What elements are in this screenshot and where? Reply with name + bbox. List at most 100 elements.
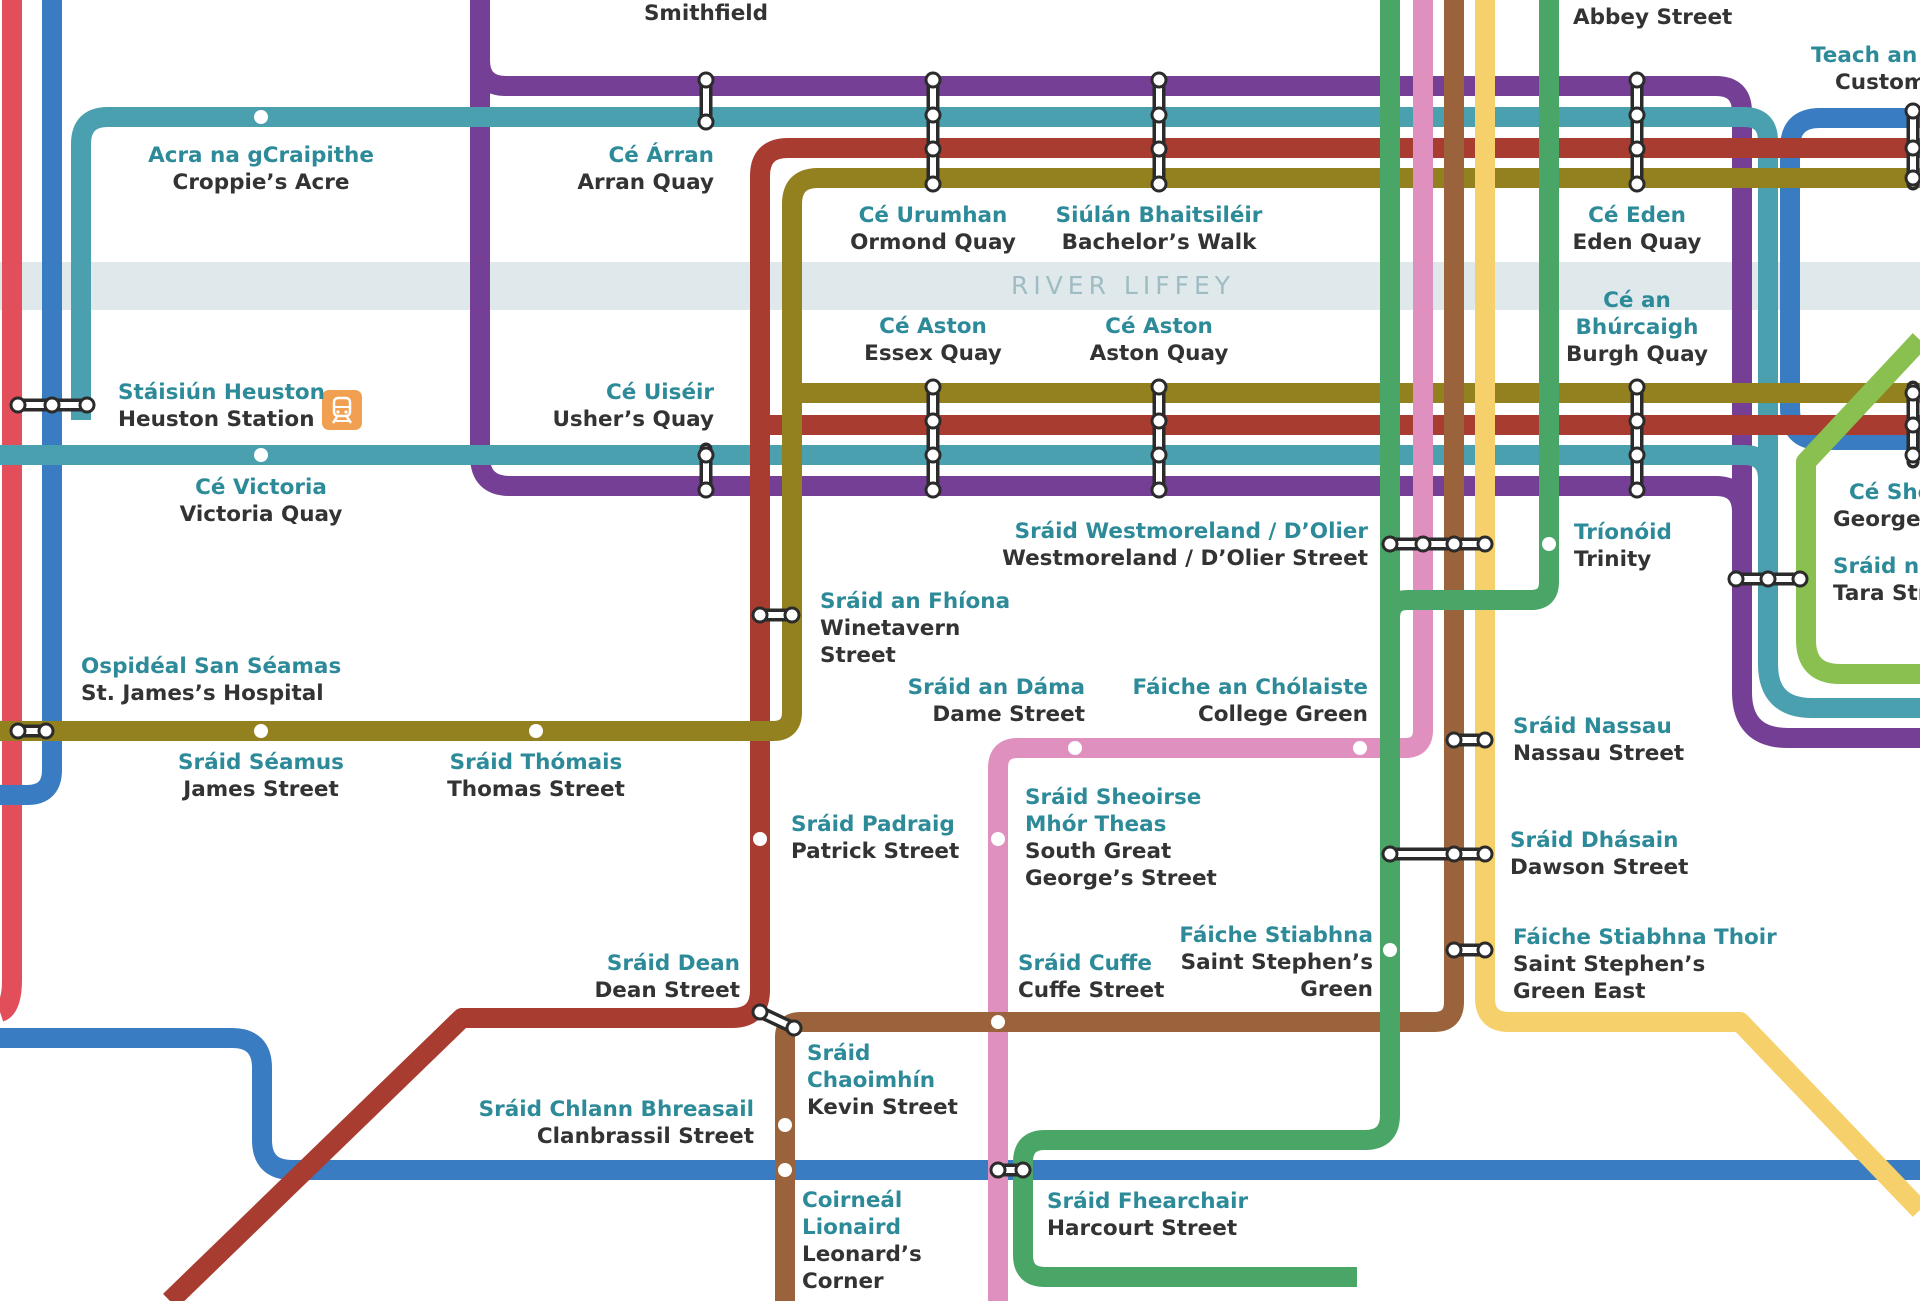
- station-marker[interactable]: [1476, 941, 1494, 959]
- station-marker[interactable]: [697, 71, 715, 89]
- station-stop[interactable]: [1542, 537, 1556, 551]
- station-marker[interactable]: [1628, 446, 1646, 464]
- station-marker[interactable]: [1759, 570, 1777, 588]
- station-marker[interactable]: [1476, 845, 1494, 863]
- station-label-georges-quay[interactable]: Cé She George’: [1833, 479, 1920, 533]
- station-marker[interactable]: [1904, 416, 1920, 434]
- station-marker[interactable]: [78, 396, 96, 414]
- station-marker[interactable]: [1150, 481, 1168, 499]
- station-marker[interactable]: [1150, 175, 1168, 193]
- station-marker[interactable]: [785, 1019, 803, 1037]
- station-label-dean-street[interactable]: Sráid Dean Dean Street: [540, 950, 740, 1004]
- station-label-bachelors-walk[interactable]: Siúlán Bhaitsiléir Bachelor’s Walk: [1039, 202, 1279, 256]
- station-label-heuston[interactable]: Stáisiún Heuston Heuston Station: [118, 379, 325, 433]
- station-marker[interactable]: [924, 175, 942, 193]
- station-marker[interactable]: [1414, 535, 1432, 553]
- station-label-leonards-corner[interactable]: Coirneál Lionaird Leonard’s Corner: [802, 1187, 932, 1295]
- station-marker[interactable]: [783, 606, 801, 624]
- station-marker[interactable]: [1727, 570, 1745, 588]
- station-marker[interactable]: [1445, 845, 1463, 863]
- station-marker[interactable]: [924, 106, 942, 124]
- station-label-south-great-georges[interactable]: Sráid Sheoirse Mhór Theas South Great Ge…: [1025, 784, 1225, 892]
- station-marker[interactable]: [924, 71, 942, 89]
- station-label-custom-house[interactable]: Teach an C Custom: [1811, 42, 1920, 96]
- station-label-winetavern[interactable]: Sráid an Fhíona Winetavern Street: [820, 588, 1020, 669]
- station-marker[interactable]: [1904, 446, 1920, 464]
- station-label-ormond-quay[interactable]: Cé Urumhan Ormond Quay: [833, 202, 1033, 256]
- station-label-abbey[interactable]: Abbey Street: [1573, 4, 1732, 31]
- station-label-trinity[interactable]: Tríonóid Trinity: [1574, 519, 1672, 573]
- station-label-cuffe-street[interactable]: Sráid Cuffe Cuffe Street: [1018, 950, 1164, 1004]
- station-stop[interactable]: [529, 724, 543, 738]
- station-marker[interactable]: [1628, 71, 1646, 89]
- station-stop[interactable]: [753, 832, 767, 846]
- station-marker[interactable]: [1904, 169, 1920, 187]
- station-marker[interactable]: [1628, 481, 1646, 499]
- station-stop[interactable]: [254, 110, 268, 124]
- station-marker[interactable]: [924, 378, 942, 396]
- station-marker[interactable]: [697, 481, 715, 499]
- station-marker[interactable]: [924, 481, 942, 499]
- station-label-clanbrassil-street[interactable]: Sráid Chlann Bhreasail Clanbrassil Stree…: [454, 1096, 754, 1150]
- station-marker[interactable]: [924, 140, 942, 158]
- station-label-harcourt-street[interactable]: Sráid Fhearchair Harcourt Street: [1047, 1188, 1248, 1242]
- station-marker[interactable]: [924, 446, 942, 464]
- station-label-st-james-hospital[interactable]: Ospidéal San Séamas St. James’s Hospital: [81, 653, 341, 707]
- station-marker[interactable]: [697, 113, 715, 131]
- station-marker[interactable]: [1476, 731, 1494, 749]
- station-label-dame-street[interactable]: Sráid an Dáma Dame Street: [885, 674, 1085, 728]
- station-marker[interactable]: [1150, 71, 1168, 89]
- station-stop[interactable]: [1068, 741, 1082, 755]
- station-label-dawson-street[interactable]: Sráid Dhásain Dawson Street: [1510, 827, 1688, 881]
- station-stop[interactable]: [778, 1118, 792, 1132]
- station-marker[interactable]: [1150, 140, 1168, 158]
- station-label-westmoreland[interactable]: Sráid Westmoreland / D’Olier Westmorelan…: [968, 518, 1368, 572]
- station-label-patrick-street[interactable]: Sráid Padraig Patrick Street: [791, 811, 959, 865]
- station-marker[interactable]: [1904, 384, 1920, 402]
- station-stop[interactable]: [254, 724, 268, 738]
- station-marker[interactable]: [1904, 102, 1920, 120]
- station-marker[interactable]: [1445, 535, 1463, 553]
- station-marker[interactable]: [1381, 845, 1399, 863]
- station-marker[interactable]: [1150, 106, 1168, 124]
- station-marker[interactable]: [1445, 941, 1463, 959]
- station-label-st-stephens-green-east[interactable]: Fáiche Stiabhna Thoir Saint Stephen’s Gr…: [1513, 924, 1793, 1005]
- station-marker[interactable]: [989, 1161, 1007, 1179]
- station-label-eden-quay[interactable]: Cé Eden Eden Quay: [1537, 202, 1737, 256]
- station-label-james-street[interactable]: Sráid Séamus James Street: [141, 749, 381, 803]
- station-marker[interactable]: [9, 396, 27, 414]
- station-label-arran-quay[interactable]: Cé Árran Arran Quay: [514, 142, 714, 196]
- station-marker[interactable]: [1628, 412, 1646, 430]
- station-label-victoria-quay[interactable]: Cé Victoria Victoria Quay: [131, 474, 391, 528]
- station-marker[interactable]: [751, 1003, 769, 1021]
- station-stop[interactable]: [778, 1163, 792, 1177]
- station-marker[interactable]: [37, 722, 55, 740]
- station-marker[interactable]: [1476, 535, 1494, 553]
- station-marker[interactable]: [1628, 175, 1646, 193]
- station-marker[interactable]: [1628, 140, 1646, 158]
- station-marker[interactable]: [1791, 570, 1809, 588]
- station-stop[interactable]: [1383, 943, 1397, 957]
- station-label-burgh-quay[interactable]: Cé an Bhúrcaigh Burgh Quay: [1557, 287, 1717, 368]
- station-marker[interactable]: [1904, 139, 1920, 157]
- station-stop[interactable]: [991, 1015, 1005, 1029]
- station-label-croppies-acre[interactable]: Acra na gCraipithe Croppie’s Acre: [111, 142, 411, 196]
- station-stop[interactable]: [991, 832, 1005, 846]
- station-label-essex-quay[interactable]: Cé Aston Essex Quay: [833, 313, 1033, 367]
- station-marker[interactable]: [1381, 535, 1399, 553]
- station-stop[interactable]: [1353, 741, 1367, 755]
- station-marker[interactable]: [924, 412, 942, 430]
- station-marker[interactable]: [751, 606, 769, 624]
- station-label-kevin-street[interactable]: Sráid Chaoimhín Kevin Street: [807, 1040, 967, 1121]
- station-marker[interactable]: [1445, 731, 1463, 749]
- station-label-nassau-street[interactable]: Sráid Nassau Nassau Street: [1513, 713, 1684, 767]
- station-marker[interactable]: [1014, 1161, 1032, 1179]
- station-label-ushers-quay[interactable]: Cé Uiséir Usher’s Quay: [514, 379, 714, 433]
- station-marker[interactable]: [1150, 378, 1168, 396]
- station-marker[interactable]: [1150, 412, 1168, 430]
- station-stop[interactable]: [254, 448, 268, 462]
- station-label-college-green[interactable]: Fáiche an Chólaiste College Green: [1108, 674, 1368, 728]
- station-label-st-stephens-green[interactable]: Fáiche Stiabhna Saint Stephen’s Green: [1168, 922, 1373, 1003]
- station-label-aston-quay[interactable]: Cé Aston Aston Quay: [1059, 313, 1259, 367]
- station-marker[interactable]: [697, 446, 715, 464]
